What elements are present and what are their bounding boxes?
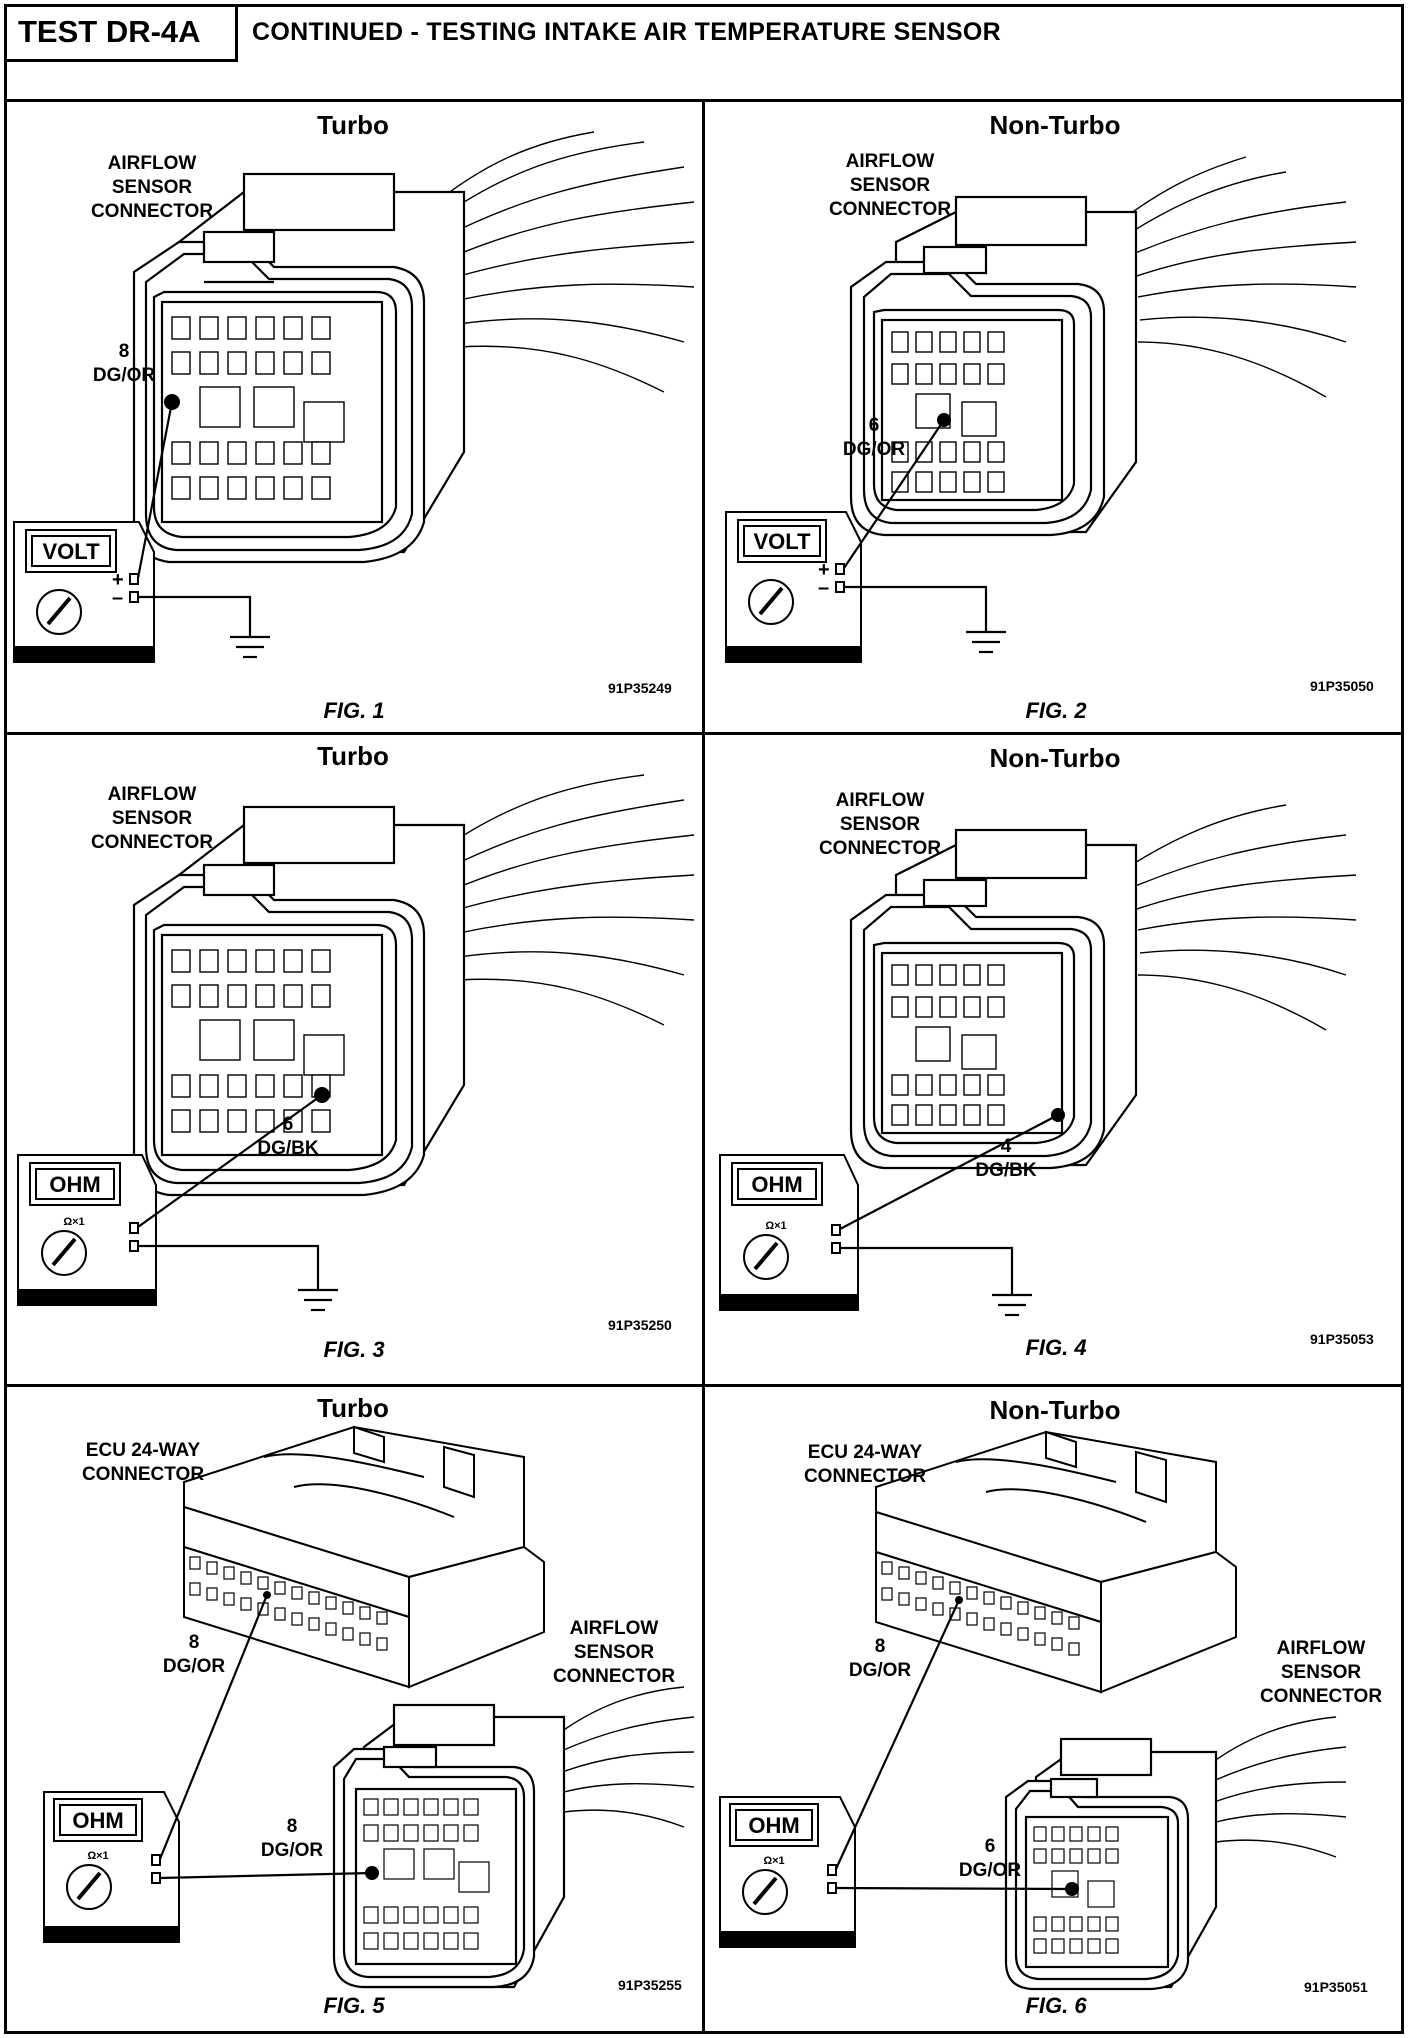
ground-symbol [992, 1293, 1032, 1317]
meter-mode-text: OHM [72, 1808, 123, 1833]
wire-harness [433, 774, 695, 1026]
wire-harness [1115, 804, 1357, 1031]
meter-range-text: Ω×1 [87, 1850, 108, 1862]
panel-title: Turbo [317, 110, 389, 140]
figure-4-panel: OHM Ω×1 Non-Turbo AIRFLOW SENSOR CONNECT… [706, 735, 1404, 1365]
test-title: CONTINUED - TESTING INTAKE AIR TEMPERATU… [252, 18, 1001, 46]
figure-2-panel: VOLT + – Non-Turbo AIRFLOW SENSOR CONNEC… [706, 102, 1404, 732]
multimeter [719, 1796, 856, 1948]
meter-range-text: Ω×1 [763, 1855, 784, 1867]
panel-title: Turbo [317, 741, 389, 771]
test-leads [137, 1094, 323, 1290]
test-leads [136, 401, 252, 637]
connector-label: AIRFLOW SENSOR CONNECTOR [1259, 1638, 1383, 1707]
panel-title: Non-Turbo [989, 110, 1121, 140]
ecu-pin-row [881, 1561, 1080, 1656]
multimeter [17, 1154, 157, 1306]
page-header: TEST DR-4A CONTINUED - TESTING INTAKE AI… [4, 4, 1404, 102]
figure-code: 91P35255 [618, 1977, 682, 1993]
connector-label: AIRFLOW SENSOR CONNECTOR [818, 790, 942, 859]
connector-label: AIRFLOW SENSOR CONNECTOR [828, 151, 952, 220]
multimeter [719, 1154, 859, 1311]
figure-2-drawing: VOLT + – [725, 156, 1357, 663]
figure-caption: FIG. 3 [323, 1337, 385, 1362]
connector-cavities [891, 331, 1005, 493]
connector-cavities [891, 964, 1005, 1126]
column-divider [702, 102, 705, 2034]
multimeter [725, 511, 862, 663]
figure-caption: FIG. 6 [1025, 1993, 1087, 2018]
multimeter [43, 1791, 180, 1943]
meter-range-text: Ω×1 [63, 1216, 84, 1228]
ground-symbol [298, 1288, 338, 1312]
panel-title: Non-Turbo [989, 1395, 1121, 1425]
pin-label: 6 DG/OR [842, 415, 906, 460]
test-id-box: TEST DR-4A [4, 4, 238, 62]
pin-label: 8 DG/OR [260, 1816, 324, 1861]
wire-harness [1205, 1716, 1347, 1858]
figure-6-drawing: OHM Ω×1 [719, 1430, 1347, 1991]
connector-label: AIRFLOW SENSOR CONNECTOR [552, 1618, 676, 1687]
figure-code: 91P35250 [608, 1317, 672, 1333]
pin-label: 6 DG/BK [257, 1114, 319, 1159]
ecu-connector-label: ECU 24-WAY CONNECTOR [81, 1440, 205, 1485]
ecu-connector-label: ECU 24-WAY CONNECTOR [803, 1442, 927, 1487]
plus-sign: + [818, 559, 830, 581]
figure-code: 91P35050 [1310, 678, 1374, 694]
figure-code: 91P35053 [1310, 1331, 1374, 1347]
connector-cavities [363, 1798, 490, 1950]
figure-3-drawing: OHM Ω×1 [17, 774, 695, 1312]
test-leads [158, 1594, 373, 1880]
figure-caption: FIG. 2 [1025, 698, 1087, 723]
row-divider-2 [4, 1384, 1404, 1387]
multimeter [13, 521, 155, 663]
minus-sign: – [112, 587, 123, 609]
meter-mode-text: VOLT [753, 529, 811, 554]
figure-caption: FIG. 5 [323, 1993, 385, 2018]
meter-mode-text: OHM [49, 1172, 100, 1197]
figure-5-drawing: OHM Ω×1 [43, 1425, 695, 1989]
connector-cavities [171, 316, 345, 500]
figure-caption: FIG. 4 [1025, 1335, 1087, 1360]
meter-range-text: Ω×1 [765, 1220, 786, 1232]
pin-label: 4 DG/BK [975, 1136, 1037, 1181]
connector-label: AIRFLOW SENSOR CONNECTOR [90, 784, 214, 853]
figure-4-drawing: OHM Ω×1 [719, 804, 1357, 1317]
wire-harness [553, 1686, 695, 1828]
wire-harness [1105, 156, 1357, 398]
figure-code: 91P35051 [1304, 1979, 1368, 1995]
figure-code: 91P35249 [608, 680, 672, 696]
ground-symbol [966, 630, 1006, 654]
connector-label: AIRFLOW SENSOR CONNECTOR [90, 153, 214, 222]
ecu-pin-label: 8 DG/OR [848, 1636, 912, 1681]
ground-symbol [230, 635, 270, 659]
test-leads [839, 1114, 1059, 1295]
test-leads [834, 1599, 1073, 1891]
pin-label: 8 DG/OR [92, 341, 156, 386]
figure-1-panel: VOLT + – Turbo AIRFLOW SENSOR CONNECTOR … [4, 102, 702, 732]
figure-3-panel: OHM Ω×1 Turbo AIRFLOW SENSOR CONNECTOR 6… [4, 735, 702, 1365]
minus-sign: – [818, 577, 829, 599]
meter-mode-text: OHM [751, 1172, 802, 1197]
panel-title: Turbo [317, 1393, 389, 1423]
figure-caption: FIG. 1 [323, 698, 385, 723]
figure-5-panel: OHM Ω×1 Turbo ECU 24-WAY CONNECTOR AIRFL… [4, 1387, 702, 2018]
figure-1-drawing: VOLT + – [13, 131, 695, 663]
plus-sign: + [112, 569, 124, 591]
test-leads [843, 419, 988, 632]
meter-mode-text: OHM [748, 1813, 799, 1838]
figure-6-panel: OHM Ω×1 Non-Turbo ECU 24-WAY CONNECTOR A… [706, 1387, 1404, 2018]
row-divider-1 [4, 732, 1404, 735]
ecu-pin-label: 8 DG/OR [162, 1632, 226, 1677]
connector-cavities [171, 949, 345, 1133]
panel-title: Non-Turbo [989, 743, 1121, 773]
ecu-pin-row [189, 1556, 388, 1651]
pin-label: 6 DG/OR [958, 1836, 1022, 1881]
meter-mode-text: VOLT [42, 539, 100, 564]
